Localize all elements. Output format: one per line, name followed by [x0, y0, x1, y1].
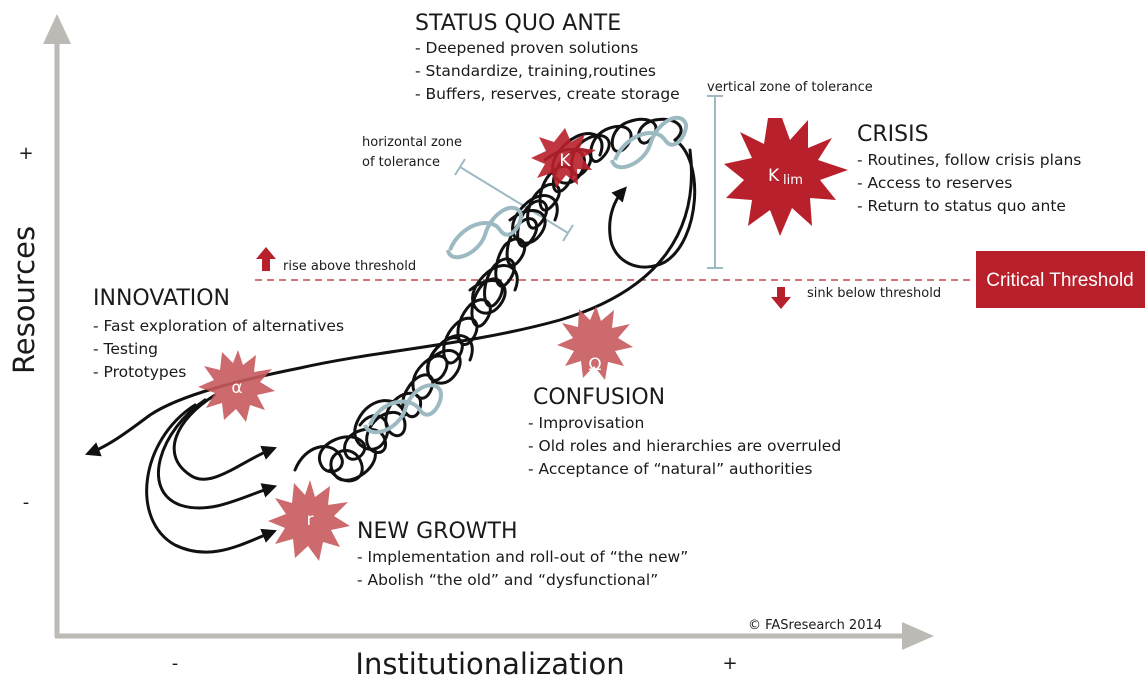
innovation-item: - Prototypes	[93, 363, 186, 381]
alpha-star-shape	[198, 350, 275, 422]
status-quo-title: STATUS QUO ANTE	[415, 11, 621, 36]
status-quo-block: STATUS QUO ANTE - Deepened proven soluti…	[415, 11, 680, 103]
axes	[43, 14, 934, 650]
y-axis-label: Resources	[7, 226, 41, 374]
r-star: r	[268, 480, 350, 561]
confusion-item: - Old roles and hierarchies are overrule…	[528, 437, 841, 455]
status-quo-item: - Buffers, reserves, create storage	[415, 85, 680, 103]
tolerance-loops	[363, 115, 688, 435]
r-star-label: r	[307, 510, 314, 530]
horizontal-tolerance-bracket	[454, 158, 574, 242]
crisis-block: CRISIS - Routines, follow crisis plans -…	[857, 122, 1081, 215]
critical-threshold-box: Critical Threshold	[976, 251, 1145, 308]
threshold-label: Critical Threshold	[986, 270, 1133, 291]
omega-star-shape	[557, 306, 633, 380]
sink-arrow-icon	[771, 287, 791, 309]
r-star-shape	[268, 480, 350, 561]
crisis-item: - Return to status quo ante	[857, 197, 1066, 215]
crisis-item: - Routines, follow crisis plans	[857, 151, 1081, 169]
k-lim-star: K lim	[724, 118, 848, 236]
y-axis-arrowhead	[43, 14, 71, 44]
status-quo-item: - Deepened proven solutions	[415, 39, 638, 57]
innovation-block: INNOVATION - Fast exploration of alterna…	[93, 286, 344, 381]
k-lim-star-label: K	[768, 166, 780, 186]
new-growth-block: NEW GROWTH - Implementation and roll-out…	[357, 519, 688, 589]
k-star-label: K	[559, 151, 571, 171]
vertical-zone-label: vertical zone of tolerance	[707, 80, 873, 95]
copyright-notice: © FASresearch 2014	[748, 618, 882, 633]
innovation-title: INNOVATION	[93, 286, 230, 311]
new-growth-title: NEW GROWTH	[357, 519, 518, 544]
y-axis-minus: -	[23, 492, 30, 513]
confusion-item: - Acceptance of “natural” authorities	[528, 460, 812, 478]
sink-label: sink below threshold	[807, 286, 941, 301]
k-star-shape	[531, 128, 596, 188]
vertical-tolerance-bracket	[707, 95, 723, 269]
innovation-item: - Fast exploration of alternatives	[93, 317, 344, 335]
threshold-box-bg	[976, 251, 1145, 308]
omega-star-label: Ω	[589, 355, 602, 375]
confusion-item: - Improvisation	[528, 414, 644, 432]
new-growth-item: - Implementation and roll-out of “the ne…	[357, 548, 688, 566]
x-axis-minus: -	[172, 653, 179, 674]
innovation-item: - Testing	[93, 340, 158, 358]
confusion-block: CONFUSION - Improvisation - Old roles an…	[528, 385, 841, 478]
x-axis-arrowhead	[902, 622, 934, 650]
k-star: K	[531, 128, 596, 188]
alpha-star: α	[198, 350, 275, 422]
k-lim-star-shape	[724, 118, 848, 236]
horizontal-zone-label-1: horizontal zone	[362, 135, 462, 150]
rise-label: rise above threshold	[283, 259, 416, 274]
omega-star: Ω	[557, 306, 633, 380]
horizontal-zone-label-2: of tolerance	[362, 155, 440, 170]
alpha-star-label: α	[231, 378, 242, 398]
crisis-item: - Access to reserves	[857, 174, 1012, 192]
y-axis-plus: +	[18, 143, 33, 164]
rise-arrow-icon	[256, 247, 276, 271]
crisis-title: CRISIS	[857, 122, 929, 147]
k-lim-star-subscript: lim	[783, 173, 803, 188]
confusion-title: CONFUSION	[533, 385, 665, 410]
new-growth-item: - Abolish “the old” and “dysfunctional”	[357, 571, 658, 589]
status-quo-item: - Standardize, training,routines	[415, 62, 656, 80]
x-axis-label: Institutionalization	[355, 647, 624, 678]
x-axis-plus: +	[722, 653, 737, 674]
